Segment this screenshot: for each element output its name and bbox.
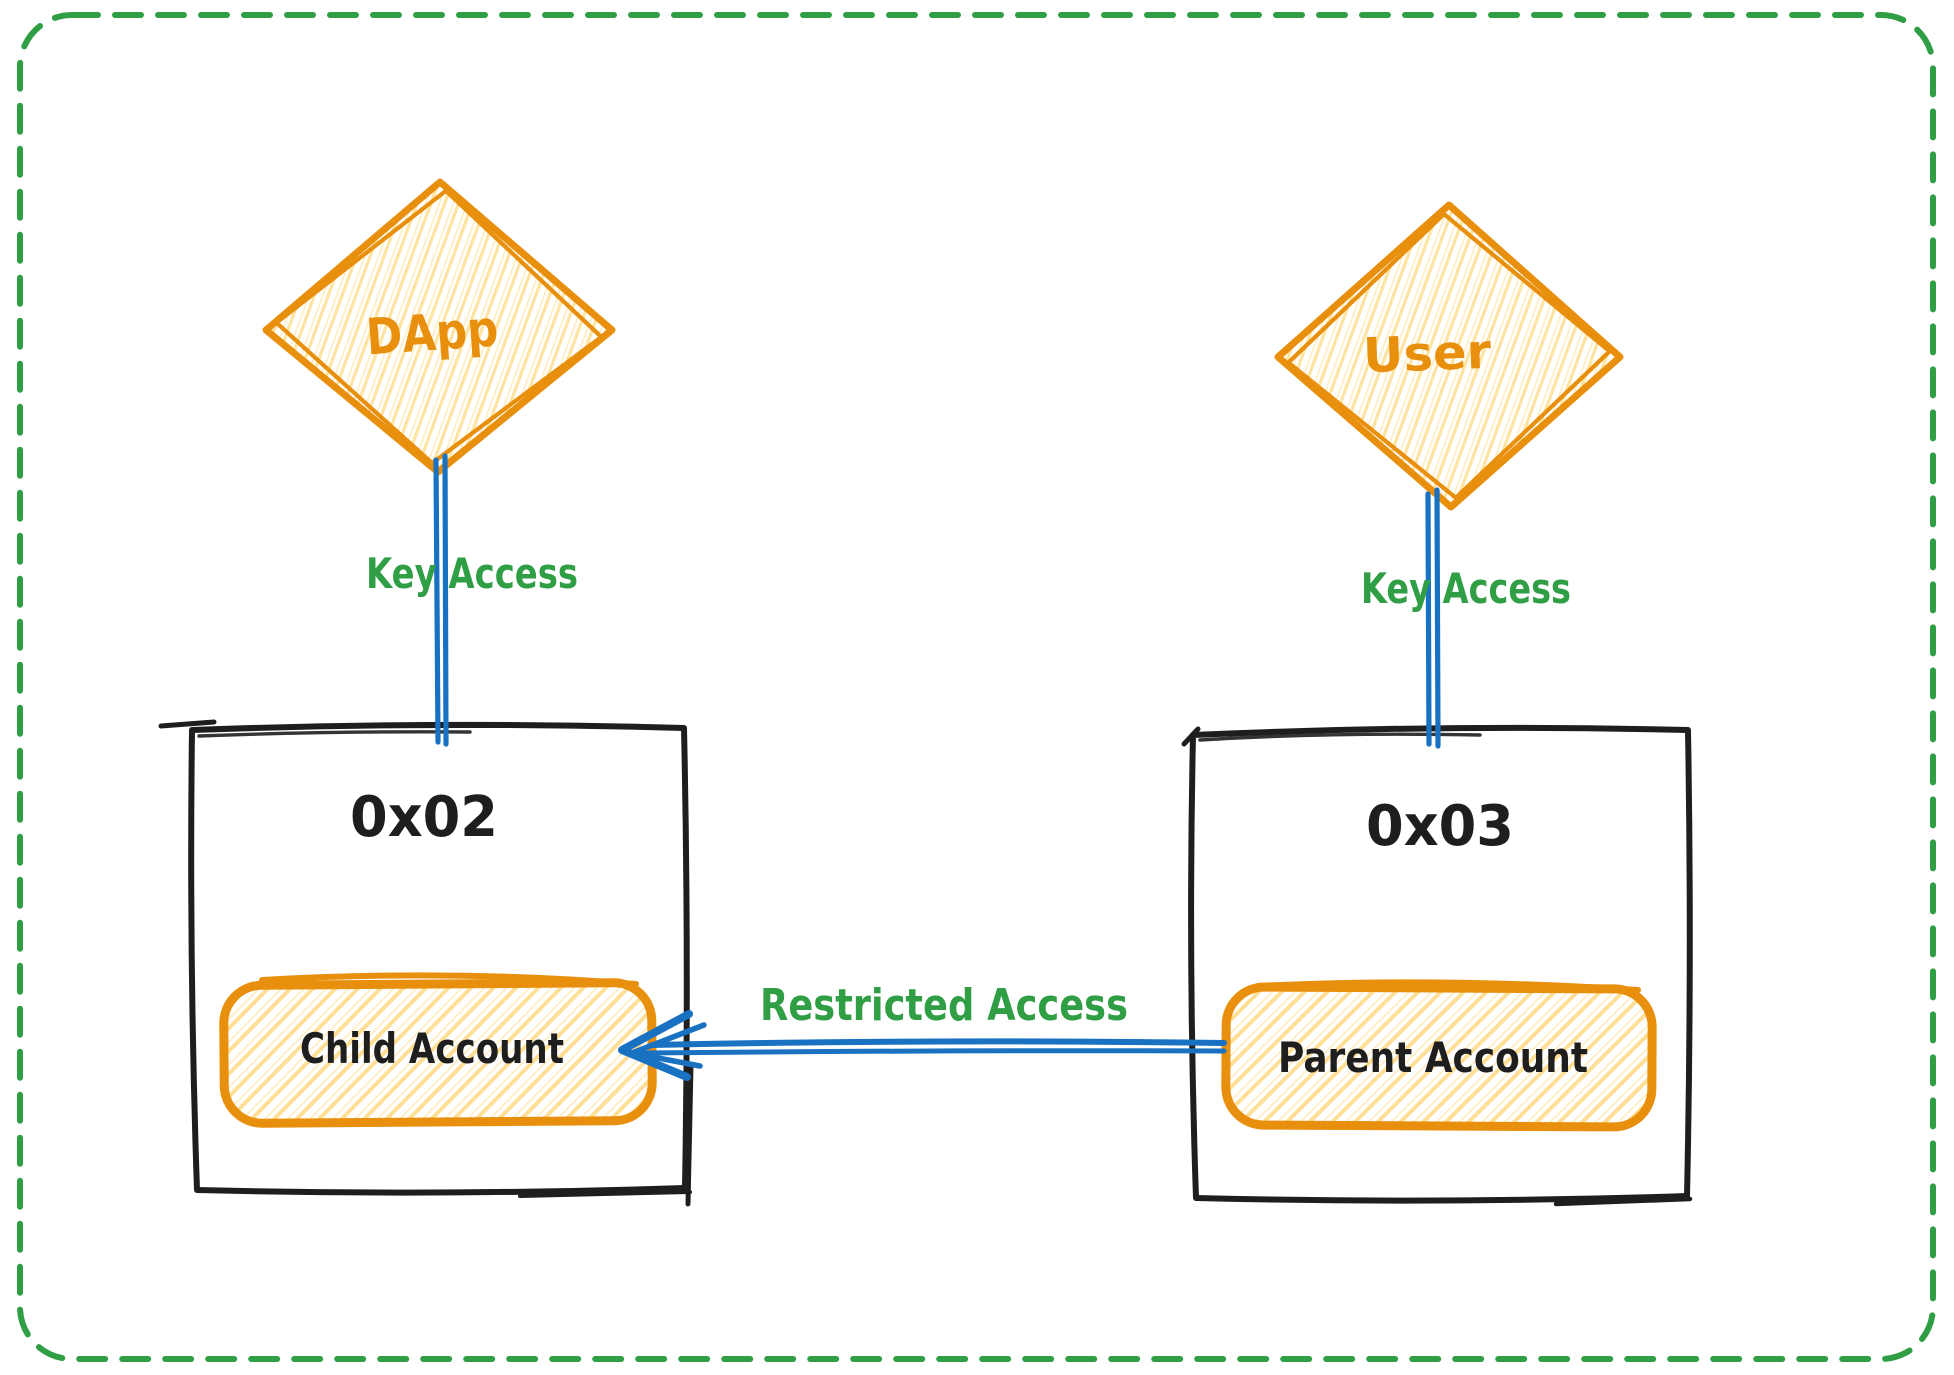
user-diamond-shape — [1274, 201, 1624, 511]
key-access-edge-user — [1425, 487, 1441, 749]
key-access-label-right: Key Access — [1361, 564, 1571, 613]
canvas-dashed-border — [17, 12, 1936, 1362]
sketch-tick — [1198, 732, 1482, 742]
dapp-label: DApp — [364, 299, 500, 366]
sketch-tick — [1181, 726, 1201, 747]
arrow-shaft — [649, 1038, 1227, 1048]
edge-line — [433, 457, 441, 745]
sketch-tick — [518, 1190, 692, 1198]
child-account-label: Child Account — [300, 1024, 564, 1073]
account-title-0x02: 0x02 — [350, 785, 498, 850]
sketch-tick — [1553, 1196, 1693, 1207]
parent-account-pill — [1221, 979, 1657, 1132]
edge-line — [442, 453, 449, 747]
edge-line — [1434, 487, 1441, 749]
arrowhead-icon — [629, 1022, 707, 1069]
parent-account-pill-shape — [1221, 982, 1657, 1132]
restricted-access-label: Restricted Access — [760, 980, 1128, 1031]
user-label: User — [1362, 324, 1492, 384]
restricted-access-arrow — [618, 1010, 1227, 1081]
sketch-tick — [197, 730, 472, 738]
parent-account-label: Parent Account — [1278, 1033, 1588, 1082]
arrow-shaft — [639, 1048, 1227, 1056]
parent-account-pill-sketch-stroke — [1255, 979, 1641, 993]
user-diamond-sketch-stroke — [1286, 212, 1612, 500]
child-account-pill-sketch-stroke — [259, 972, 639, 987]
dapp-diamond-sketch-stroke — [274, 188, 604, 466]
account-title-0x03: 0x03 — [1366, 794, 1514, 859]
user-diamond — [1274, 201, 1624, 511]
key-access-label-left: Key Access — [366, 549, 578, 598]
edge-line — [1425, 491, 1432, 747]
arrowhead-icon — [618, 1010, 693, 1081]
sketch-tick — [685, 1063, 694, 1207]
key-access-edge-dapp — [433, 453, 449, 747]
sketch-tick — [158, 719, 217, 729]
